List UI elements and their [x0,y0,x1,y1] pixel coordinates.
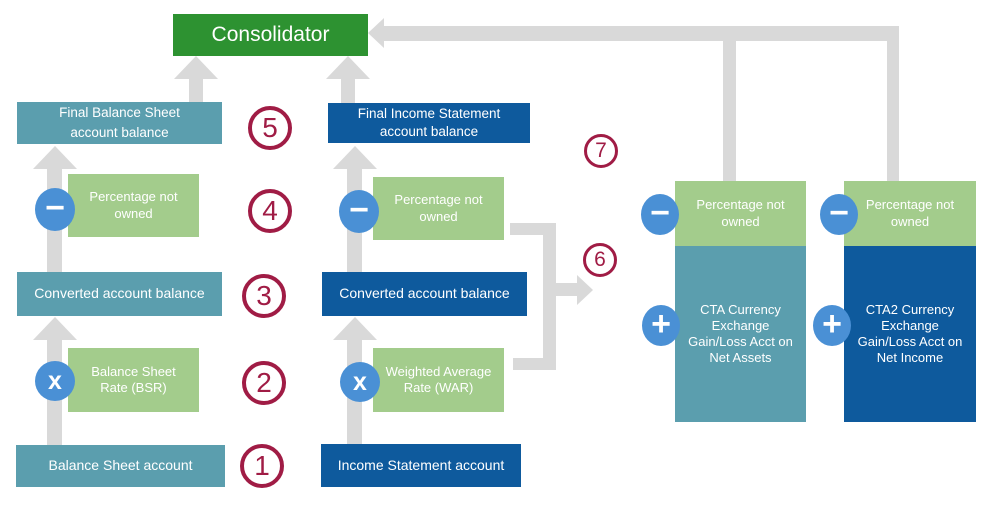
final-income-statement-line1: Final Income Statement [357,106,501,121]
bs-percentage-not-owned-box: Percentage not owned [68,174,199,237]
arrow-cta-to-consolidator-shaft [384,26,899,41]
connector-cta-income-drop-line [887,33,899,182]
final-income-statement-line2: account balance [379,124,479,139]
cta-assets-percentage-not-owned-box: Percentage not owned [675,181,806,246]
subtract-operator-is-icon: − [339,190,379,233]
arrow-bracket-to-cta-shaft [556,283,578,296]
step-4-badge: 4 [248,189,292,233]
connector-cta-assets-drop-line [723,40,736,182]
balance-sheet-rate-box: Balance Sheet Rate (BSR) [68,348,199,412]
arrow-is-final-to-consolidator-head [326,56,370,79]
final-balance-sheet-line1: Final Balance Sheet [59,105,180,120]
arrow-bs-converted-to-final-head [33,146,77,169]
multiply-operator-is-icon: x [340,362,380,402]
bs-converted-account-balance-box: Converted account balance [17,272,222,316]
arrow-is-final-to-consolidator-shaft [341,77,355,104]
arrow-bs-final-to-consolidator-shaft [189,77,203,104]
bracket-bottom-segment [513,358,556,370]
final-balance-sheet-line2: account balance [70,125,169,140]
income-statement-account-box: Income Statement account [321,444,521,487]
add-operator-cta-assets-icon: + [642,305,680,346]
arrow-cta-to-consolidator-head [368,18,384,48]
step-5-badge: 5 [248,106,292,150]
subtract-operator-bs-icon: − [35,188,75,231]
subtract-operator-cta-assets-icon: − [641,194,679,235]
bracket-vertical-segment [543,223,556,370]
arrow-is-account-to-converted-head [333,317,377,340]
arrow-bs-account-to-converted-head [33,317,77,340]
is-converted-account-balance-box: Converted account balance [322,272,527,316]
final-income-statement-box: Final Income Statement account balance [328,103,530,143]
step-3-badge: 3 [242,274,286,318]
consolidator-box: Consolidator [173,14,368,56]
final-balance-sheet-box: Final Balance Sheet account balance [17,102,222,144]
multiply-operator-bs-icon: x [35,361,75,401]
subtract-operator-cta-income-icon: − [820,194,858,235]
weighted-average-rate-box: Weighted Average Rate (WAR) [373,348,504,412]
arrow-bracket-to-cta-head [577,275,593,305]
arrow-bs-final-to-consolidator-head [174,56,218,79]
step-6-badge: 6 [583,243,617,277]
arrow-is-converted-to-final-head [333,146,377,169]
step-2-badge: 2 [242,361,286,405]
step-1-badge: 1 [240,444,284,488]
cta-income-percentage-not-owned-box: Percentage not owned [844,181,976,246]
step-7-badge: 7 [584,134,618,168]
cta-income-account-box: CTA2 Currency Exchange Gain/Loss Acct on… [844,246,976,422]
is-percentage-not-owned-box: Percentage not owned [373,177,504,240]
balance-sheet-account-box: Balance Sheet account [16,445,225,487]
add-operator-cta-income-icon: + [813,305,851,346]
cta-assets-account-box: CTA Currency Exchange Gain/Loss Acct on … [675,246,806,422]
